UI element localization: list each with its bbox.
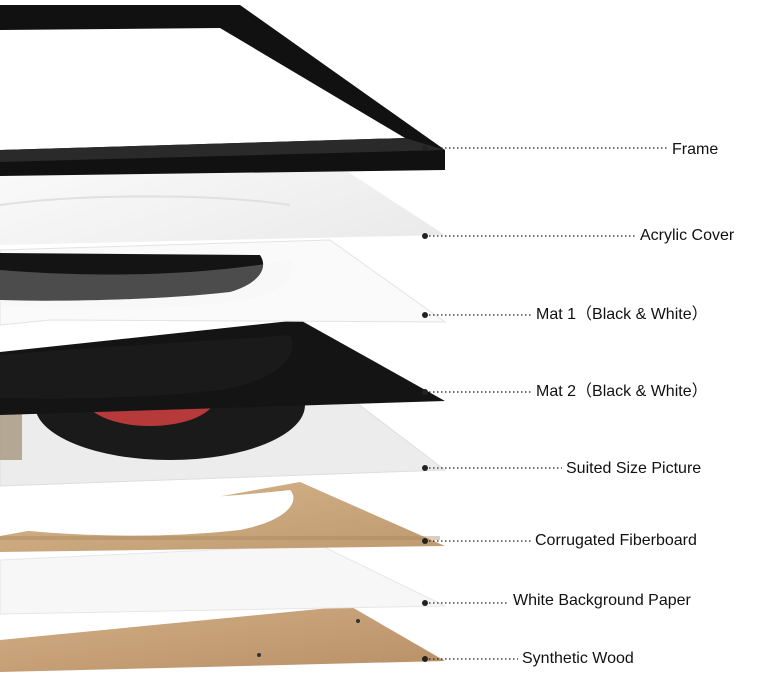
label-acrylic-cover: Acrylic Cover (640, 227, 735, 244)
screw-hole (257, 653, 261, 657)
label-white-background-paper: White Background Paper (513, 592, 691, 609)
label-suited-size-picture: Suited Size Picture (566, 460, 702, 477)
label-mat-1: Mat 1（Black & White） (536, 306, 708, 323)
white-background-paper-layer (0, 544, 446, 615)
frame-layer (0, 5, 445, 176)
mat-1-layer (0, 239, 447, 326)
picture-thumbnail (0, 410, 22, 460)
mat-2-layer (0, 320, 445, 415)
corrugated-fiberboard-layer (0, 482, 445, 552)
screw-hole (356, 619, 360, 623)
label-frame: Frame (672, 141, 719, 158)
label-corrugated-fiberboard: Corrugated Fiberboard (535, 532, 697, 549)
leader-lines (422, 145, 668, 662)
label-mat-2: Mat 2（Black & White） (536, 383, 708, 400)
label-synthetic-wood: Synthetic Wood (522, 650, 634, 667)
synthetic-wood-layer (0, 606, 445, 672)
